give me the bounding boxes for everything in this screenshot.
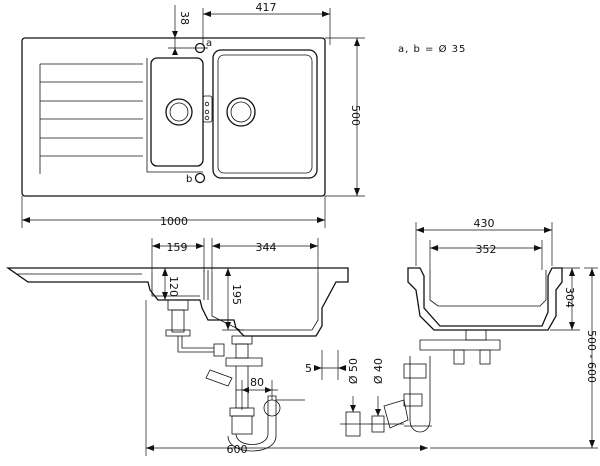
main-bowl-drain — [226, 97, 256, 127]
sink-profile — [5, 267, 349, 337]
label-b: b — [186, 174, 192, 185]
dim-500-600: 500 - 600 — [430, 267, 598, 449]
dim-344: 344 — [211, 238, 319, 272]
dim-417: 417 — [202, 1, 331, 45]
dim-352: 352 — [429, 240, 543, 270]
svg-text:344: 344 — [256, 241, 277, 254]
side-view: 430 352 304 500 - 600 — [383, 217, 598, 449]
dim-38: 38 — [168, 5, 208, 55]
waste-fitting — [165, 299, 305, 452]
dim-80: 80 — [236, 376, 278, 410]
dim-430: 430 — [415, 217, 553, 266]
svg-text:500: 500 — [349, 105, 362, 126]
svg-text:159: 159 — [167, 241, 188, 254]
svg-text:304: 304 — [563, 287, 576, 308]
svg-text:120: 120 — [167, 276, 180, 297]
svg-text:1000: 1000 — [160, 215, 188, 228]
top-view: a b 38 417 500 — [21, 1, 365, 228]
main-bowl — [212, 49, 318, 179]
label-a: a — [206, 38, 212, 49]
dim-600: 600 — [145, 300, 428, 456]
dim-5: 5 — [305, 350, 346, 380]
svg-text:Ø 50: Ø 50 — [347, 358, 360, 384]
side-sink-profile — [407, 267, 563, 331]
dim-1000: 1000 — [21, 196, 326, 228]
svg-text:80: 80 — [250, 376, 264, 389]
dim-120: 120 — [162, 268, 180, 300]
small-bowl — [150, 57, 204, 167]
wall-connector: Ø 50 Ø 40 — [340, 358, 404, 437]
svg-text:5: 5 — [305, 362, 312, 375]
tap-hole-b — [194, 172, 206, 184]
front-view: 159 344 120 195 — [5, 238, 428, 456]
dim-500: 500 — [325, 37, 365, 197]
drainer-ribs — [39, 63, 143, 174]
svg-text:600: 600 — [227, 443, 248, 456]
dim-304: 304 — [550, 267, 580, 331]
svg-text:500 - 600: 500 - 600 — [585, 330, 598, 383]
hole-diameter-note: a, b = Ø 35 — [398, 43, 466, 55]
small-bowl-drain — [165, 98, 193, 126]
side-waste-fitting — [383, 329, 501, 433]
svg-text:195: 195 — [230, 284, 243, 305]
svg-text:352: 352 — [476, 243, 497, 256]
svg-text:Ø 40: Ø 40 — [372, 358, 385, 384]
svg-text:38: 38 — [178, 11, 191, 25]
dim-195: 195 — [222, 268, 244, 331]
overflow — [202, 95, 213, 123]
svg-text:417: 417 — [256, 1, 277, 14]
svg-text:430: 430 — [474, 217, 495, 230]
dim-159: 159 — [151, 238, 205, 272]
